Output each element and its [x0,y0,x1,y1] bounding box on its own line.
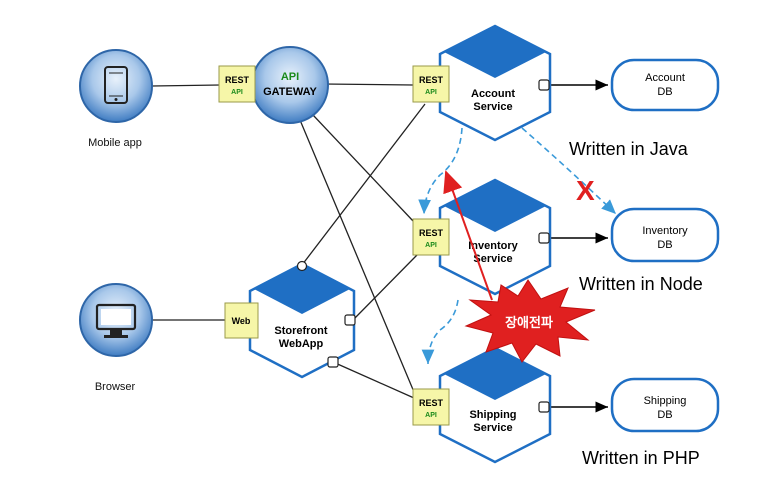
link-storefront-shipping [332,361,415,399]
svg-text:Shipping: Shipping [469,409,516,421]
shipping-rest-adapter: REST API [412,388,450,426]
link-storefront-account [301,103,426,266]
cascade-account-to-inventory [418,127,463,215]
cascade-account-to-inventory-db [521,127,617,215]
inventory-db: Inventory DB [610,207,720,263]
storefront-right-port [344,314,356,326]
link-gateway-inventory [312,114,415,223]
svg-text:DB: DB [657,86,672,98]
smartphone-icon [104,66,128,104]
storefront-webapp: Storefront WebApp [248,260,356,379]
account-port [538,79,550,91]
svg-text:API: API [231,89,243,96]
link-gateway-shipping [299,119,415,393]
svg-text:WebApp: WebApp [279,338,324,350]
failure-cascade-paths [418,127,617,365]
failure-cascade-label: 장애전파 [505,315,553,331]
language-node-label: Written in Node [579,274,703,294]
gateway-api-label: API [281,71,299,83]
api-gateway: API GATEWAY [251,46,329,124]
svg-text:DB: DB [657,239,672,251]
svg-text:Service: Service [473,101,512,113]
link-gateway-account [322,83,414,86]
storefront-bottom-port [327,356,339,368]
failure-cascade-burst: 장애전파 [464,279,596,363]
gateway-label: GATEWAY [263,86,317,98]
language-php-label: Written in PHP [582,448,700,468]
svg-text:DB: DB [657,409,672,421]
svg-text:Service: Service [473,253,512,265]
mobile-app-label: Mobile app [88,137,142,149]
svg-text:REST: REST [419,75,444,85]
svg-text:API: API [425,242,437,249]
inventory-port [538,232,550,244]
shipping-db: Shipping DB [610,377,720,433]
shipping-port [538,401,550,413]
svg-text:Inventory: Inventory [468,240,518,252]
shipping-service: Shipping Service [438,346,552,464]
svg-text:REST: REST [419,228,444,238]
failure-propagation-arrow [443,170,493,301]
browser-client: Browser [79,283,153,393]
account-rest-adapter: REST API [412,65,450,103]
storefront-web-adapter: Web [224,302,259,339]
connections [151,83,426,399]
account-db: Account DB [610,58,720,112]
mobile-client: Mobile app [79,49,153,149]
browser-label: Browser [95,381,136,393]
svg-text:Inventory: Inventory [642,225,688,237]
link-storefront-inventory [352,254,418,321]
link-mobile-gateway [151,84,221,87]
svg-text:REST: REST [419,398,444,408]
monitor-icon [95,303,137,338]
inventory-service: Inventory Service [438,178,552,296]
svg-text:Account: Account [471,88,515,100]
gateway-rest-adapter: REST API [218,65,256,103]
svg-text:API: API [425,412,437,419]
language-java-label: Written in Java [569,139,689,159]
cascade-inventory-to-shipping [421,299,459,365]
svg-text:API: API [425,89,437,96]
svg-text:Web: Web [232,316,251,326]
svg-text:Storefront: Storefront [274,325,328,337]
account-service: Account Service [438,24,552,142]
svg-text:Account: Account [645,72,685,84]
svg-text:Shipping: Shipping [644,395,687,407]
svg-text:Service: Service [473,422,512,434]
inventory-rest-adapter: REST API [412,218,450,256]
svg-text:REST: REST [225,75,250,85]
storefront-top-port [296,260,308,272]
failure-x-mark: X [576,175,595,206]
db-connections [550,79,608,413]
